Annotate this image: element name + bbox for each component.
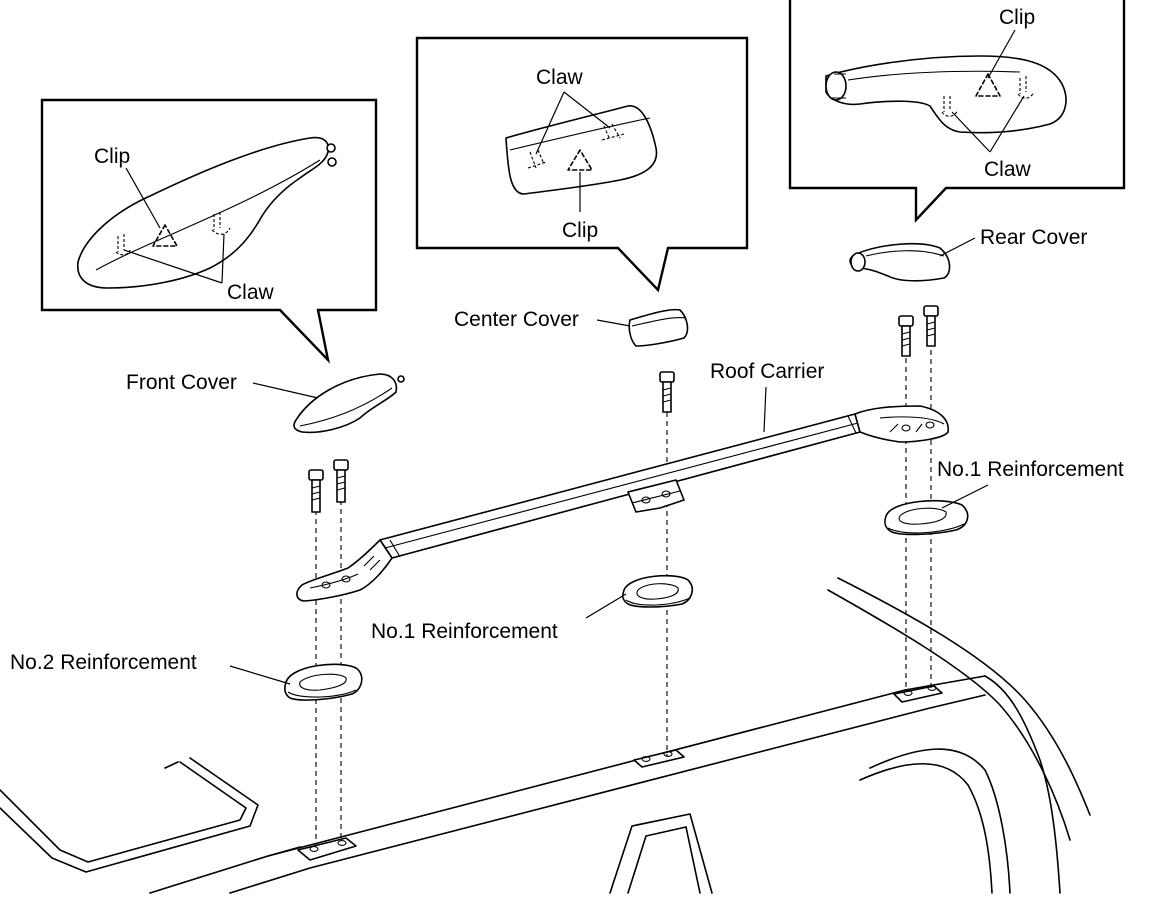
roof-carrier-label: Roof Carrier	[710, 360, 824, 383]
bolts	[308, 305, 939, 513]
center-bolt	[659, 371, 675, 413]
rear-cover-detail-callout: Clip Claw	[788, 0, 1126, 224]
no2-reinforcement-part	[284, 663, 363, 701]
front-cover-part	[293, 373, 405, 434]
front-cover-detail-callout: Clip Claw	[40, 98, 378, 364]
rear-cover-label: Rear Cover	[980, 226, 1087, 249]
center-cover-label: Center Cover	[454, 308, 579, 331]
vehicle-roof-outline	[0, 577, 1091, 894]
front-callout-claw-label: Claw	[227, 281, 275, 304]
no2-reinforcement-label: No.2 Reinforcement	[10, 651, 197, 674]
no1-reinforcement-center-label: No.1 Reinforcement	[371, 620, 558, 643]
part-labels: Front Cover Center Cover Rear Cover Roof…	[10, 226, 1124, 685]
center-cover-detail-callout: Claw Clip	[415, 36, 749, 293]
front-bolt-2	[333, 459, 349, 503]
center-cover-part	[628, 308, 689, 347]
no1-reinforcement-rear-part	[884, 500, 969, 536]
rear-bolt-2	[923, 305, 939, 347]
center-callout-claw-label: Claw	[536, 66, 584, 89]
front-callout-clip-label: Clip	[94, 145, 130, 168]
no1-reinforcement-rear-label: No.1 Reinforcement	[937, 458, 1124, 481]
rear-cover-part	[849, 242, 951, 282]
center-callout-clip-label: Clip	[562, 219, 598, 242]
front-cover-label: Front Cover	[126, 371, 237, 394]
rear-callout-clip-label: Clip	[999, 6, 1035, 29]
roof-carrier-part	[296, 405, 949, 602]
front-bolt-1	[308, 469, 324, 513]
rear-bolt-1	[898, 315, 914, 357]
no1-reinforcement-center-part	[622, 574, 694, 608]
rear-callout-claw-label: Claw	[984, 158, 1032, 181]
